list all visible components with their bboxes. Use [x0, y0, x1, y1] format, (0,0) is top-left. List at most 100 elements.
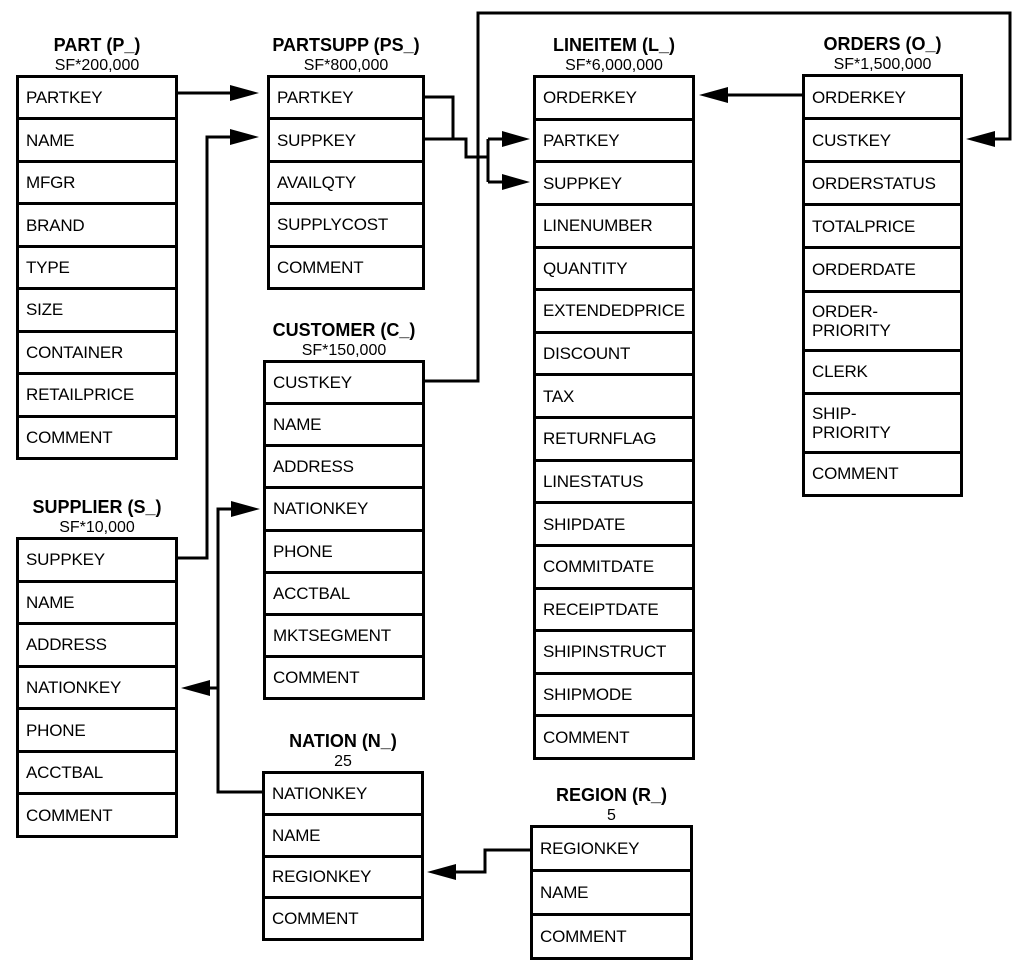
field-row: ORDER- PRIORITY	[805, 293, 960, 352]
field-row: COMMENT	[812, 464, 899, 484]
field-row: NATIONKEY	[266, 489, 422, 532]
table-supplier: SUPPLIER (S_) SF*10,000 SUPPKEY NAME ADD…	[16, 497, 178, 838]
field-row: ORDERSTATUS	[805, 163, 960, 207]
table-title: REGION (R_)	[555, 785, 667, 805]
field-row: BRAND	[19, 205, 175, 248]
field-row: RECEIPTDATE	[536, 590, 692, 633]
field-row: SHIPMODE	[536, 675, 692, 718]
arrowhead-right	[502, 131, 530, 147]
table-region: REGION (R_) 5 REGIONKEY NAME COMMENT	[530, 785, 693, 960]
connector-line	[216, 507, 262, 794]
connector-line	[425, 137, 488, 159]
field-row: DISCOUNT	[536, 334, 692, 377]
arrowhead-left	[181, 680, 210, 696]
field-row: COMMENT	[272, 909, 359, 929]
field-row: PHONE	[266, 532, 422, 574]
table-cardinality: 25	[334, 753, 352, 770]
connector-line	[456, 848, 530, 874]
table-box: PARTKEY SUPPKEY AVAILQTY SUPPLYCOST COMM…	[267, 75, 425, 290]
field-row: TOTALPRICE	[805, 206, 960, 250]
field-row: ADDRESS	[266, 447, 422, 490]
table-cardinality: SF*200,000	[54, 57, 140, 74]
field-row: SUPPKEY	[536, 163, 692, 206]
field-row: AVAILQTY	[270, 163, 422, 206]
field-row: PARTKEY	[270, 78, 422, 121]
field-row: SHIP- PRIORITY	[805, 395, 960, 454]
field-row: ADDRESS	[19, 625, 175, 668]
field-row: COMMENT	[543, 727, 630, 747]
field-row: SUPPLYCOST	[270, 205, 422, 248]
field-row: SUPPKEY	[19, 540, 175, 583]
table-title: PARTSUPP (PS_)	[272, 35, 420, 55]
field-row: QUANTITY	[536, 249, 692, 292]
field-row: SHIPINSTRUCT	[536, 632, 692, 675]
fk-nation-nationkey-to-customer-and-supplier	[181, 501, 262, 794]
table-customer: CUSTOMER (C_) SF*150,000 CUSTKEY NAME AD…	[263, 320, 425, 700]
field-row: COMMENT	[273, 667, 360, 687]
table-cardinality: SF*10,000	[59, 519, 135, 536]
table-partsupp: PARTSUPP (PS_) SF*800,000 PARTKEY SUPPKE…	[267, 35, 425, 290]
field-row: NATIONKEY	[265, 774, 421, 816]
table-box: SUPPKEY NAME ADDRESS NATIONKEY PHONE ACC…	[16, 537, 178, 838]
field-row: TAX	[536, 376, 692, 419]
field-row: NATIONKEY	[19, 668, 175, 711]
field-row: REGIONKEY	[265, 858, 421, 900]
field-row: SUPPKEY	[270, 120, 422, 163]
arrowhead-left	[699, 87, 728, 103]
table-box: PARTKEY NAME MFGR BRAND TYPE SIZE CONTAI…	[16, 75, 178, 460]
field-row: ORDERDATE	[805, 249, 960, 293]
connector-line	[425, 95, 455, 139]
field-row: NAME	[19, 120, 175, 163]
field-row: RETURNFLAG	[536, 419, 692, 462]
fk-partsupp-keys-to-lineitem	[425, 95, 530, 190]
table-title: CUSTOMER (C_)	[272, 320, 416, 340]
connector-line	[178, 135, 232, 560]
field-row: COMMENT	[277, 257, 364, 277]
field-row: LINESTATUS	[536, 462, 692, 505]
table-box: REGIONKEY NAME COMMENT	[530, 825, 693, 960]
field-row: SIZE	[19, 290, 175, 333]
table-cardinality: 5	[607, 807, 616, 824]
field-row: COMMITDATE	[536, 547, 692, 590]
field-row: NAME	[266, 405, 422, 448]
table-nation: NATION (N_) 25 NATIONKEY NAME REGIONKEY …	[262, 731, 424, 941]
table-title: SUPPLIER (S_)	[32, 497, 162, 517]
fk-part-partkey-to-partsupp	[178, 85, 259, 101]
fk-supplier-suppkey-to-partsupp	[178, 129, 259, 560]
table-cardinality: SF*800,000	[303, 57, 389, 74]
fk-orders-orderkey-to-lineitem	[699, 87, 802, 103]
field-row: COMMENT	[26, 805, 113, 825]
field-row: TYPE	[19, 248, 175, 291]
field-row: MFGR	[19, 163, 175, 206]
field-row: CUSTKEY	[266, 363, 422, 406]
field-row: NAME	[265, 816, 421, 858]
field-row: PHONE	[19, 710, 175, 753]
table-title: ORDERS (O_)	[823, 34, 942, 54]
table-box: ORDERKEY PARTKEY SUPPKEY LINENUMBER QUAN…	[533, 75, 695, 760]
arrowhead-right	[230, 85, 259, 101]
table-title: NATION (N_)	[289, 731, 397, 751]
field-row: MKTSEGMENT	[266, 616, 422, 658]
field-row: COMMENT	[540, 927, 627, 946]
field-row: COMMENT	[26, 427, 113, 447]
field-row: NAME	[533, 872, 690, 916]
table-orders: ORDERS (O_) SF*1,500,000 ORDERKEY CUSTKE…	[802, 34, 963, 497]
table-part: PART (P_) SF*200,000 PARTKEY NAME MFGR B…	[16, 35, 178, 460]
table-cardinality: SF*1,500,000	[833, 56, 932, 73]
table-cardinality: SF*150,000	[301, 342, 387, 359]
field-row: CUSTKEY	[805, 120, 960, 164]
field-row: EXTENDEDPRICE	[536, 291, 692, 334]
table-cardinality: SF*6,000,000	[565, 57, 663, 74]
table-box: NATIONKEY NAME REGIONKEY COMMENT	[262, 771, 424, 941]
arrowhead-left	[966, 131, 995, 147]
fk-region-regionkey-to-nation	[427, 848, 530, 880]
table-box: ORDERKEY CUSTKEY ORDERSTATUS TOTALPRICE …	[802, 74, 963, 497]
field-row: PARTKEY	[19, 78, 175, 121]
field-row: LINENUMBER	[536, 206, 692, 249]
field-row: NAME	[19, 583, 175, 626]
arrowhead-left	[427, 864, 456, 880]
arrowhead-right	[230, 129, 259, 145]
field-row: ORDERKEY	[536, 78, 692, 121]
field-row: CONTAINER	[19, 333, 175, 376]
